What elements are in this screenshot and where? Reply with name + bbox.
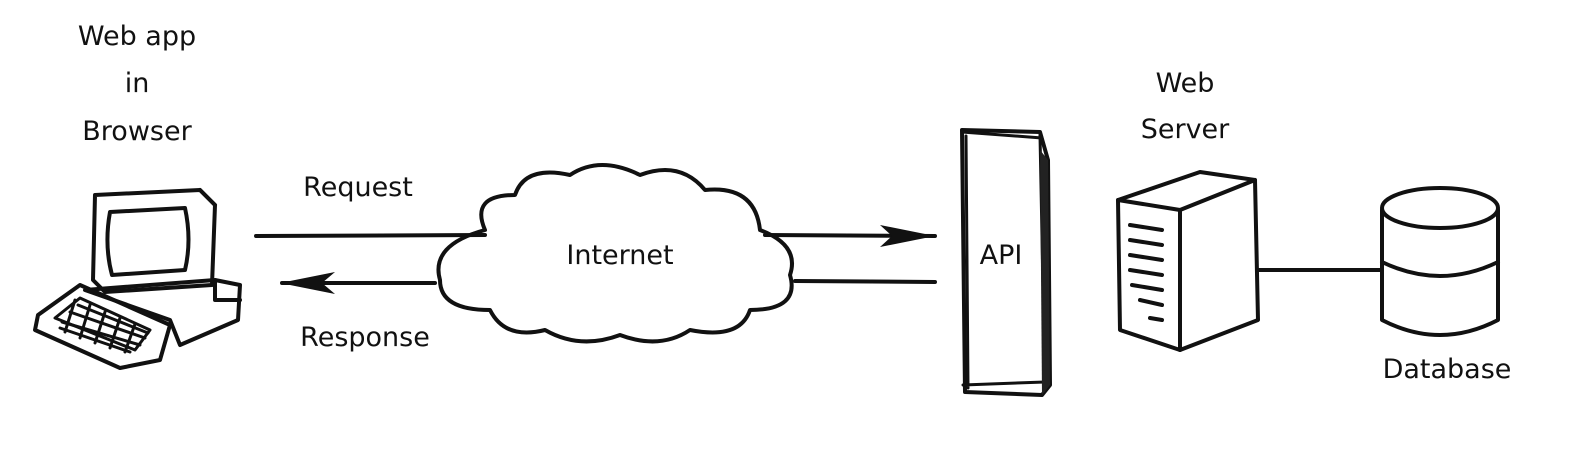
api-label: API (980, 240, 1023, 271)
request-arrow (254, 225, 937, 247)
request-label: Request (303, 172, 413, 203)
browser-label-line2: in (125, 68, 150, 99)
web-server-icon (1116, 170, 1260, 352)
server-label-line2: Server (1141, 114, 1230, 145)
response-label: Response (300, 322, 430, 353)
api-pillar (960, 128, 1052, 397)
computer-icon (33, 188, 242, 370)
server-label-line1: Web (1156, 68, 1215, 99)
browser-label-line1: Web app (78, 21, 196, 52)
database-label: Database (1383, 354, 1512, 385)
browser-label-line3: Browser (82, 116, 192, 147)
internet-label: Internet (566, 240, 673, 271)
response-arrow (280, 272, 937, 294)
database-icon (1380, 186, 1500, 337)
internet-cloud-icon (436, 163, 794, 344)
